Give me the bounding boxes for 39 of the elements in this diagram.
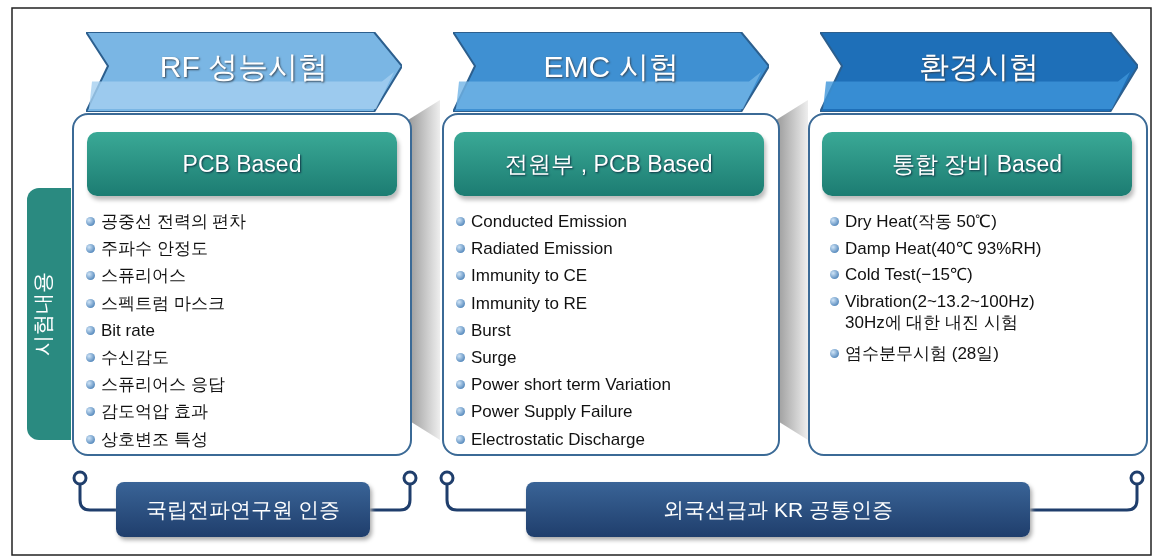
list-item-text: Bit rate (101, 319, 155, 341)
list-item-text: Electrostatic Discharge (471, 428, 645, 450)
list-item-text: Vibration(2~13.2~100Hz) 30Hz에 대한 내진 시험 (845, 290, 1036, 333)
side-tab (27, 188, 71, 440)
list-item-text: 감도억압 효과 (101, 401, 208, 423)
category-header: 전원부 , PCB Based (454, 132, 764, 196)
list-item-text: Immunity to CE (471, 265, 588, 287)
card-panel (808, 113, 1148, 456)
list-item-text: 염수분무시험 (28일) (845, 343, 999, 364)
list-item-text: Power short term Variation (471, 374, 671, 396)
list-item-text: 스펙트럼 마스크 (101, 292, 225, 314)
certification-label: 외국선급과 KR 공통인증 (526, 482, 1030, 537)
list-item-text: Immunity to RE (471, 292, 588, 314)
side-tab-label: 시험내용 (30, 272, 55, 356)
card-panel (72, 113, 412, 456)
chevron-banner (453, 32, 769, 112)
list-item-text: 공중선 전력의 편차 (101, 211, 247, 232)
list-item-text: Burst (471, 319, 511, 341)
chevron-banner (86, 32, 402, 112)
list-item-text: 주파수 안정도 (101, 238, 208, 260)
banner-title: EMC 시험 (543, 48, 679, 85)
card-panel (442, 113, 780, 456)
list-item-text: 상호변조 특성 (101, 428, 208, 450)
category-header: PCB Based (87, 132, 397, 196)
list-item-text: Conducted Emission (471, 211, 627, 232)
list-item-text: 스퓨리어스 (101, 265, 186, 287)
list-item-text: 스퓨리어스 응답 (101, 374, 225, 396)
chevron-banner (820, 32, 1138, 112)
certification-label: 국립전파연구원 인증 (116, 482, 370, 537)
list-item-text: Dry Heat(작동 50℃) (845, 211, 998, 232)
category-header: 통합 장비 Based (822, 132, 1132, 196)
list-item-text: Damp Heat(40℃ 93%RH) (845, 237, 1042, 259)
list-item-text: Radiated Emission (471, 238, 613, 260)
list-item-text: Cold Test(−15℃) (845, 264, 973, 285)
list-item-text: Power Supply Failure (471, 401, 633, 423)
banner-title: RF 성능시험 (159, 48, 329, 85)
list-item-text: Surge (471, 347, 517, 368)
banner-title: 환경시험 (919, 48, 1039, 85)
list-item-text: 수신감도 (101, 347, 169, 368)
